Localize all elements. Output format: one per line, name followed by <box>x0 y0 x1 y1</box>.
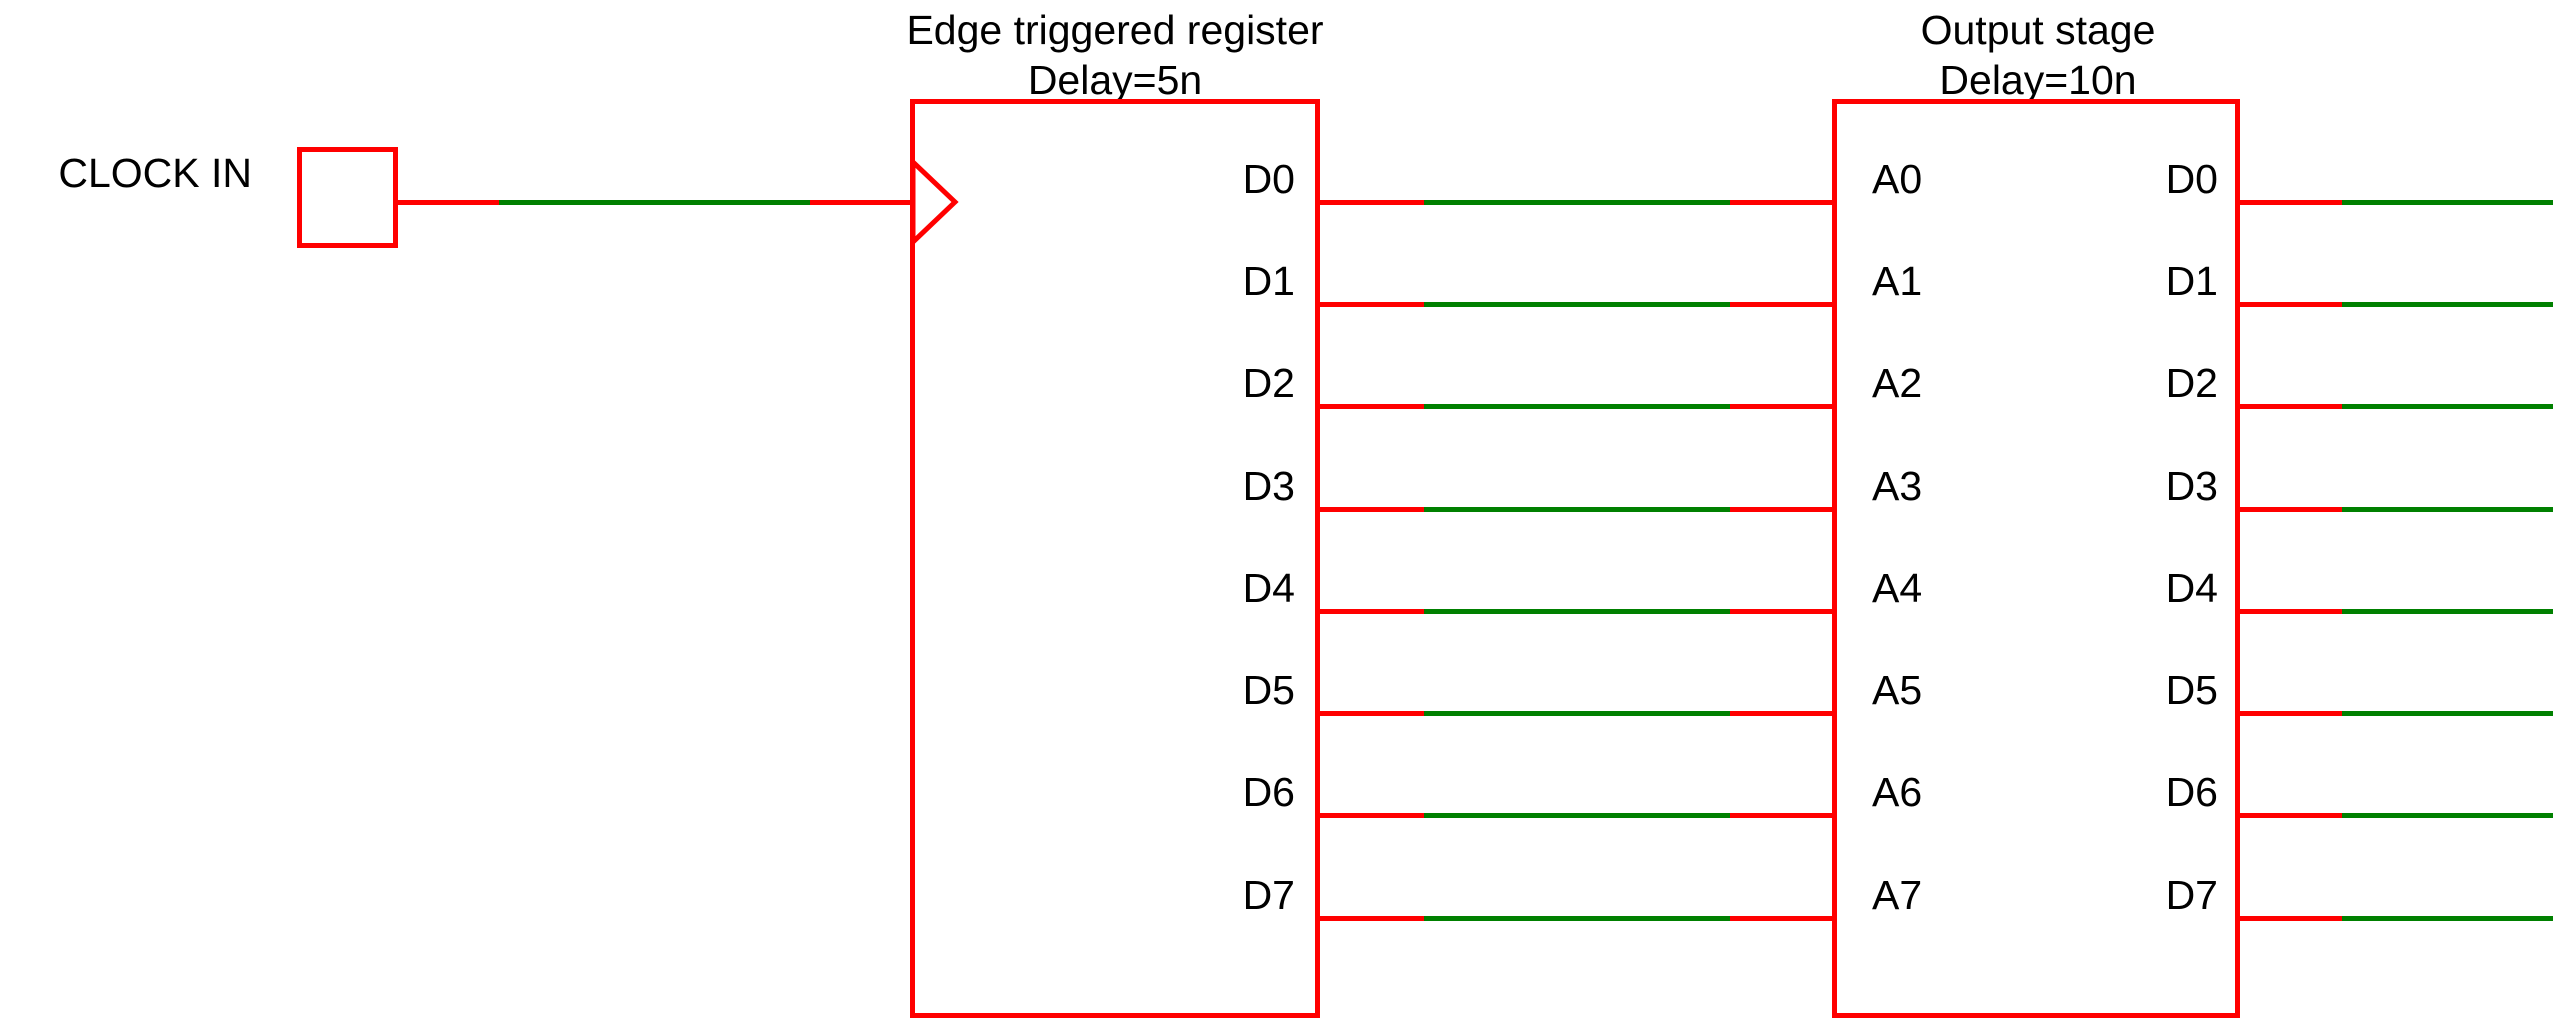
data-wire[interactable] <box>1424 200 1730 205</box>
output-stage-title-line: Output stage <box>1920 7 2156 53</box>
data-wire[interactable] <box>1424 507 1730 512</box>
output-wire[interactable] <box>2342 507 2553 512</box>
register-pin-label: D5 <box>1242 667 1295 713</box>
data-wire[interactable] <box>1424 404 1730 409</box>
output-output-pin-label: D6 <box>2165 769 2218 815</box>
register-pin-label: D4 <box>1242 565 1295 611</box>
output-input-pin-stub[interactable] <box>1730 404 1832 409</box>
register-pin-label: D0 <box>1242 156 1295 202</box>
clock-pin-stub[interactable] <box>397 200 499 205</box>
clock-edge-trigger-icon[interactable] <box>913 160 959 244</box>
output-input-pin-label: A1 <box>1872 258 1923 304</box>
clock-triangle-shape <box>913 160 959 244</box>
output-output-pin-label: D4 <box>2165 565 2218 611</box>
clock-source-terminal[interactable] <box>297 147 398 248</box>
output-input-pin-label: A5 <box>1872 667 1923 713</box>
output-input-pin-stub[interactable] <box>1730 302 1832 307</box>
output-pin-stub[interactable] <box>2240 916 2342 921</box>
register-title: Edge triggered register Delay=5n <box>835 5 1395 105</box>
output-input-pin-stub[interactable] <box>1730 609 1832 614</box>
output-input-pin-stub[interactable] <box>1730 711 1832 716</box>
data-wire[interactable] <box>1424 813 1730 818</box>
data-wire[interactable] <box>1424 302 1730 307</box>
output-wire[interactable] <box>2342 200 2553 205</box>
output-wire[interactable] <box>2342 404 2553 409</box>
output-pin-stub[interactable] <box>2240 302 2342 307</box>
register-pin-label: D2 <box>1242 360 1295 406</box>
output-pin-stub[interactable] <box>2240 200 2342 205</box>
output-wire[interactable] <box>2342 609 2553 614</box>
data-wire[interactable] <box>1424 916 1730 921</box>
output-output-pin-label: D3 <box>2165 463 2218 509</box>
register-pin-label: D7 <box>1242 872 1295 918</box>
register-pin-stub[interactable] <box>1320 916 1424 921</box>
output-input-pin-label: A7 <box>1872 872 1923 918</box>
output-input-pin-label: A3 <box>1872 463 1923 509</box>
register-pin-stub[interactable] <box>1320 609 1424 614</box>
output-wire[interactable] <box>2342 916 2553 921</box>
output-output-pin-label: D7 <box>2165 872 2218 918</box>
register-pin-stub[interactable] <box>1320 507 1424 512</box>
output-pin-stub[interactable] <box>2240 609 2342 614</box>
clock-wire[interactable] <box>499 200 810 205</box>
output-stage-delay-label: Delay=10n <box>1939 57 2137 103</box>
output-input-pin-stub[interactable] <box>1730 916 1832 921</box>
output-wire[interactable] <box>2342 711 2553 716</box>
register-component-box[interactable] <box>910 99 1320 1018</box>
output-input-pin-label: A4 <box>1872 565 1923 611</box>
output-pin-stub[interactable] <box>2240 711 2342 716</box>
output-pin-stub[interactable] <box>2240 813 2342 818</box>
output-output-pin-label: D0 <box>2165 156 2218 202</box>
register-delay-label: Delay=5n <box>1027 57 1203 103</box>
output-input-pin-stub[interactable] <box>1730 200 1832 205</box>
data-wire[interactable] <box>1424 711 1730 716</box>
output-input-pin-label: A0 <box>1872 156 1923 202</box>
register-pin-stub[interactable] <box>1320 200 1424 205</box>
data-wire[interactable] <box>1424 609 1730 614</box>
register-pin-label: D6 <box>1242 769 1295 815</box>
register-pin-stub[interactable] <box>1320 711 1424 716</box>
output-pin-stub[interactable] <box>2240 404 2342 409</box>
output-input-pin-label: A6 <box>1872 769 1923 815</box>
output-input-pin-stub[interactable] <box>1730 507 1832 512</box>
register-pin-stub[interactable] <box>1320 302 1424 307</box>
output-stage-title: Output stage Delay=10n <box>1758 5 2318 105</box>
output-wire[interactable] <box>2342 813 2553 818</box>
output-stage-component-box[interactable] <box>1832 99 2240 1018</box>
output-input-pin-label: A2 <box>1872 360 1923 406</box>
output-output-pin-label: D1 <box>2165 258 2218 304</box>
register-pin-label: D1 <box>1242 258 1295 304</box>
output-output-pin-label: D2 <box>2165 360 2218 406</box>
register-pin-label: D3 <box>1242 463 1295 509</box>
register-pin-stub[interactable] <box>1320 404 1424 409</box>
register-clock-pin-stub[interactable] <box>810 200 910 205</box>
register-pin-stub[interactable] <box>1320 813 1424 818</box>
clock-in-label: CLOCK IN <box>58 150 252 196</box>
output-wire[interactable] <box>2342 302 2553 307</box>
output-pin-stub[interactable] <box>2240 507 2342 512</box>
output-output-pin-label: D5 <box>2165 667 2218 713</box>
output-input-pin-stub[interactable] <box>1730 813 1832 818</box>
register-title-line: Edge triggered register <box>906 7 1324 53</box>
